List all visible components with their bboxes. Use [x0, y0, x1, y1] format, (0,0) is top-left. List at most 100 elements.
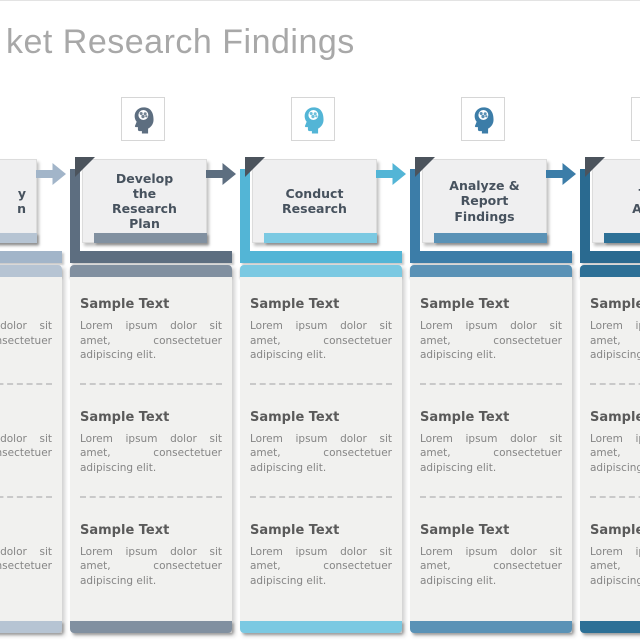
folded-corner-icon — [415, 157, 435, 177]
section-heading: Sample Text — [250, 409, 340, 425]
section-body: Lorem ipsum dolor sit amet, consectetuer… — [250, 432, 392, 474]
head-brain-icon-box — [291, 97, 335, 141]
section-body: Lorem ipsum dolor sit amet, consectetuer… — [590, 320, 640, 362]
section-body: Lorem ipsum dolor sit amet, consectetuer… — [0, 320, 52, 347]
panel-body: Sample Text Lorem ipsum dolor sit amet, … — [580, 277, 640, 621]
text-section: Sample Text Lorem ipsum dolor sit amet, … — [420, 523, 562, 589]
header-frame-bottom — [240, 251, 402, 263]
dashed-divider — [420, 495, 562, 498]
panel-top-bar — [580, 265, 640, 277]
head-brain-icon-box — [121, 97, 165, 141]
panel-top-bar — [240, 265, 402, 277]
section-heading: Sample Text — [80, 522, 170, 538]
dashed-divider — [80, 382, 222, 385]
header-accent-bar — [434, 233, 547, 243]
content-panel: Sample Text Lorem ipsum dolor sit amet, … — [0, 265, 62, 633]
section-body: Lorem ipsum dolor sit amet, consectetuer… — [420, 320, 562, 362]
process-column-5: Take Action Sample Text Lorem ipsum dolo… — [580, 1, 640, 640]
panel-top-bar — [70, 265, 232, 277]
step-header-card: y n — [0, 159, 37, 243]
header-frame-left — [580, 169, 590, 263]
text-section: Sample Text Lorem ipsum dolor sit amet, … — [590, 523, 640, 589]
head-brain-icon — [304, 107, 324, 134]
panel-body: Sample Text Lorem ipsum dolor sit amet, … — [410, 277, 572, 621]
dashed-divider — [0, 495, 52, 498]
section-heading: Sample Text — [250, 297, 340, 312]
content-panel: Sample Text Lorem ipsum dolor sit amet, … — [580, 265, 640, 633]
content-panel: Sample Text Lorem ipsum dolor sit amet, … — [410, 265, 572, 633]
right-arrow-icon — [546, 163, 576, 185]
head-brain-icon-box — [631, 97, 640, 141]
right-arrow-icon — [36, 163, 66, 185]
section-heading: Sample Text — [80, 409, 170, 425]
panel-body: Sample Text Lorem ipsum dolor sit amet, … — [70, 277, 232, 621]
section-heading: Sample Text — [590, 522, 640, 538]
header-frame-left — [240, 169, 250, 263]
text-section: Sample Text Lorem ipsum dolor sit amet, … — [0, 410, 52, 476]
dashed-divider — [250, 495, 392, 498]
dashed-divider — [420, 382, 562, 385]
section-heading: Sample Text — [0, 523, 52, 539]
section-heading: Sample Text — [420, 409, 510, 425]
text-section: Sample Text Lorem ipsum dolor sit amet, … — [80, 523, 222, 589]
section-body: Lorem ipsum dolor sit amet, consectetuer… — [80, 545, 222, 587]
section-body: Lorem ipsum dolor sit amet, consectetuer… — [80, 432, 222, 474]
dashed-divider — [590, 495, 640, 498]
section-body: Lorem ipsum dolor sit amet, consectetuer… — [250, 320, 392, 362]
step-title: Analyze & Report Findings — [449, 178, 520, 224]
head-brain-icon — [134, 107, 154, 134]
text-section: Sample Text Lorem ipsum dolor sit amet, … — [420, 297, 562, 363]
header-accent-bar — [94, 233, 207, 243]
text-section: Sample Text Lorem ipsum dolor sit amet, … — [420, 410, 562, 476]
panel-body: Sample Text Lorem ipsum dolor sit amet, … — [240, 277, 402, 621]
section-heading: Sample Text — [0, 410, 52, 426]
section-heading: Sample Text — [590, 297, 640, 312]
dashed-divider — [0, 382, 52, 385]
process-column-4: Analyze & Report Findings Sample Text Lo… — [410, 1, 576, 640]
process-column-2: Develop the Research Plan Sample Text Lo… — [70, 1, 236, 640]
step-title: Take Action — [593, 186, 640, 217]
head-brain-icon-box — [461, 97, 505, 141]
text-section: Sample Text Lorem ipsum dolor sit amet, … — [250, 297, 392, 363]
process-column-1: y n Sample Text Lorem ipsum dolor sit am… — [0, 1, 66, 640]
slide-title: ket Research Findings — [6, 23, 355, 61]
panel-bottom-bar — [70, 621, 232, 633]
panel-top-bar — [410, 265, 572, 277]
folded-corner-icon — [585, 157, 605, 177]
header-accent-bar — [0, 233, 37, 243]
section-body: Lorem ipsum dolor sit amet, consectetuer… — [250, 545, 392, 587]
right-arrow-icon — [206, 163, 236, 185]
dashed-divider — [80, 495, 222, 498]
panel-bottom-bar — [240, 621, 402, 633]
section-body: Lorem ipsum dolor sit amet, consectetuer… — [80, 320, 222, 362]
step-header-card: Take Action — [592, 159, 640, 243]
section-body: Lorem ipsum dolor sit amet, consectetuer… — [590, 545, 640, 587]
header-frame-left — [70, 169, 80, 263]
section-body: Lorem ipsum dolor sit amet, consectetuer… — [590, 432, 640, 474]
header-accent-bar — [604, 233, 640, 243]
process-column-3: Conduct Research Sample Text Lorem ipsum… — [240, 1, 406, 640]
header-frame-left — [410, 169, 420, 263]
folded-corner-icon — [75, 157, 95, 177]
text-section: Sample Text Lorem ipsum dolor sit amet, … — [80, 297, 222, 363]
step-header-card: Develop the Research Plan — [82, 159, 207, 243]
section-body: Lorem ipsum dolor sit amet, consectetuer… — [0, 432, 52, 460]
step-title: Conduct Research — [282, 185, 347, 216]
section-heading: Sample Text — [0, 297, 52, 313]
dashed-divider — [590, 382, 640, 385]
section-heading: Sample Text — [250, 522, 340, 538]
content-panel: Sample Text Lorem ipsum dolor sit amet, … — [240, 265, 402, 633]
text-section: Sample Text Lorem ipsum dolor sit amet, … — [590, 297, 640, 363]
header-frame-bottom — [70, 251, 232, 263]
step-title: y n — [17, 185, 26, 216]
panel-bottom-bar — [0, 621, 62, 633]
section-heading: Sample Text — [420, 297, 510, 312]
header-frame-bottom — [0, 251, 62, 263]
section-body: Lorem ipsum dolor sit amet, consectetuer… — [0, 545, 52, 573]
header-frame-bottom — [580, 251, 640, 263]
panel-top-bar — [0, 265, 62, 277]
header-accent-bar — [264, 233, 377, 243]
text-section: Sample Text Lorem ipsum dolor sit amet, … — [250, 410, 392, 476]
text-section: Sample Text Lorem ipsum dolor sit amet, … — [80, 410, 222, 476]
